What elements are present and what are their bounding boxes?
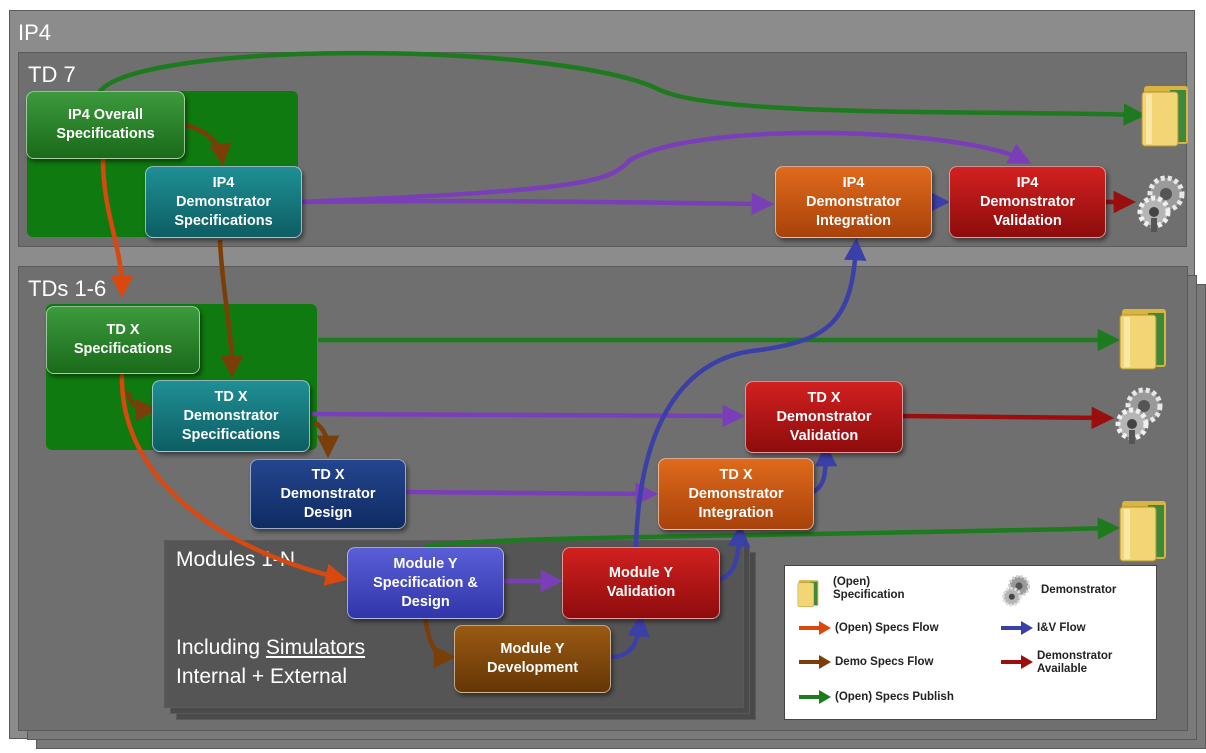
legend-demonstrator-label: Demonstrator bbox=[1041, 584, 1117, 596]
iv-arrow-tdx bbox=[811, 443, 838, 495]
ip4-demonstrator-integration-box[interactable]: IP4 Demonstrator Integration bbox=[775, 166, 932, 238]
ip4-title: IP4 bbox=[18, 20, 52, 45]
publish-arrow-module bbox=[424, 517, 1121, 549]
td7-title: TD 7 bbox=[28, 62, 76, 87]
open-specs-arrow-2 bbox=[119, 371, 348, 586]
demo-specs-arrow-3 bbox=[125, 391, 159, 422]
tdx-demonstrator-validation-box[interactable]: TD X Demonstrator Validation bbox=[745, 381, 903, 453]
legend-iv-flow-label: I&V Flow bbox=[1037, 622, 1086, 634]
tdx-demonstrator-design-box[interactable]: TD X Demonstrator Design bbox=[250, 459, 406, 529]
folder-icon bbox=[1141, 86, 1188, 147]
legend-open-specs-flow-label: (Open) Specs Flow bbox=[835, 622, 939, 634]
available-arrow-tdx bbox=[900, 406, 1115, 430]
folder-icon bbox=[1119, 501, 1166, 562]
demo-specs-flow-arrow-icon bbox=[799, 655, 831, 669]
integration-arrow-ip4-validation bbox=[299, 130, 1032, 205]
ip4-demonstrator-validation-box[interactable]: IP4 Demonstrator Validation bbox=[949, 166, 1106, 238]
iv-flow-arrow-icon bbox=[1001, 621, 1033, 635]
demo-specs-arrow-5 bbox=[422, 616, 457, 669]
demo-specs-arrow-2 bbox=[217, 239, 244, 379]
legend-demo-available-label: Demonstrator Available bbox=[1037, 650, 1113, 675]
folder-icon bbox=[1119, 309, 1166, 370]
tds-title: TDs 1-6 bbox=[28, 276, 107, 301]
legend-spec-label: (Open) Specification bbox=[833, 576, 905, 601]
iv-arrow-module-to-tdx bbox=[717, 523, 751, 583]
including-prefix: Including bbox=[176, 636, 266, 659]
gear-icon bbox=[1115, 387, 1163, 444]
legend: (Open) Specification Demonstrator (Open)… bbox=[784, 565, 1157, 720]
open-specs-flow-arrow-icon bbox=[799, 621, 831, 635]
legend-open-specs-publish-label: (Open) Specs Publish bbox=[835, 691, 954, 703]
module-development-box[interactable]: Module Y Development bbox=[454, 625, 611, 693]
integration-arrow-tdx-validation bbox=[311, 404, 746, 428]
including-simulators-text: Including Simulators bbox=[176, 636, 365, 660]
demo-specs-arrow-1 bbox=[184, 122, 232, 167]
tdx-specifications-box[interactable]: TD X Specifications bbox=[46, 306, 200, 374]
ip4-overall-specifications-box[interactable]: IP4 Overall Specifications bbox=[26, 91, 185, 159]
tdx-demonstrator-integration-box[interactable]: TD X Demonstrator Integration bbox=[658, 458, 814, 530]
gear-icon bbox=[1001, 574, 1031, 607]
module-specification-design-box[interactable]: Module Y Specification & Design bbox=[347, 547, 504, 619]
integration-arrow-tdx-integration bbox=[403, 482, 659, 506]
folder-icon bbox=[797, 580, 819, 607]
tdx-demonstrator-specifications-box[interactable]: TD X Demonstrator Specifications bbox=[152, 380, 310, 452]
internal-external-text: Internal + External bbox=[176, 665, 348, 688]
legend-demo-specs-flow-label: Demo Specs Flow bbox=[835, 656, 934, 668]
iv-arrow-development bbox=[609, 613, 650, 660]
simulators-underlined: Simulators bbox=[265, 636, 366, 659]
iv-arrow-module-to-ip4 bbox=[633, 237, 867, 548]
gear-icon bbox=[1137, 175, 1185, 232]
publish-arrow-ip4 bbox=[95, 50, 1147, 126]
ip4-demonstrator-specifications-box[interactable]: IP4 Demonstrator Specifications bbox=[145, 166, 302, 238]
demo-specs-arrow-4 bbox=[312, 420, 340, 459]
open-specs-arrow-1 bbox=[100, 157, 134, 299]
module-validation-box[interactable]: Module Y Validation bbox=[562, 547, 720, 619]
open-specs-publish-arrow-icon bbox=[799, 690, 831, 704]
integration-arrow-ip4 bbox=[299, 192, 775, 216]
demo-available-arrow-icon bbox=[1001, 655, 1033, 669]
